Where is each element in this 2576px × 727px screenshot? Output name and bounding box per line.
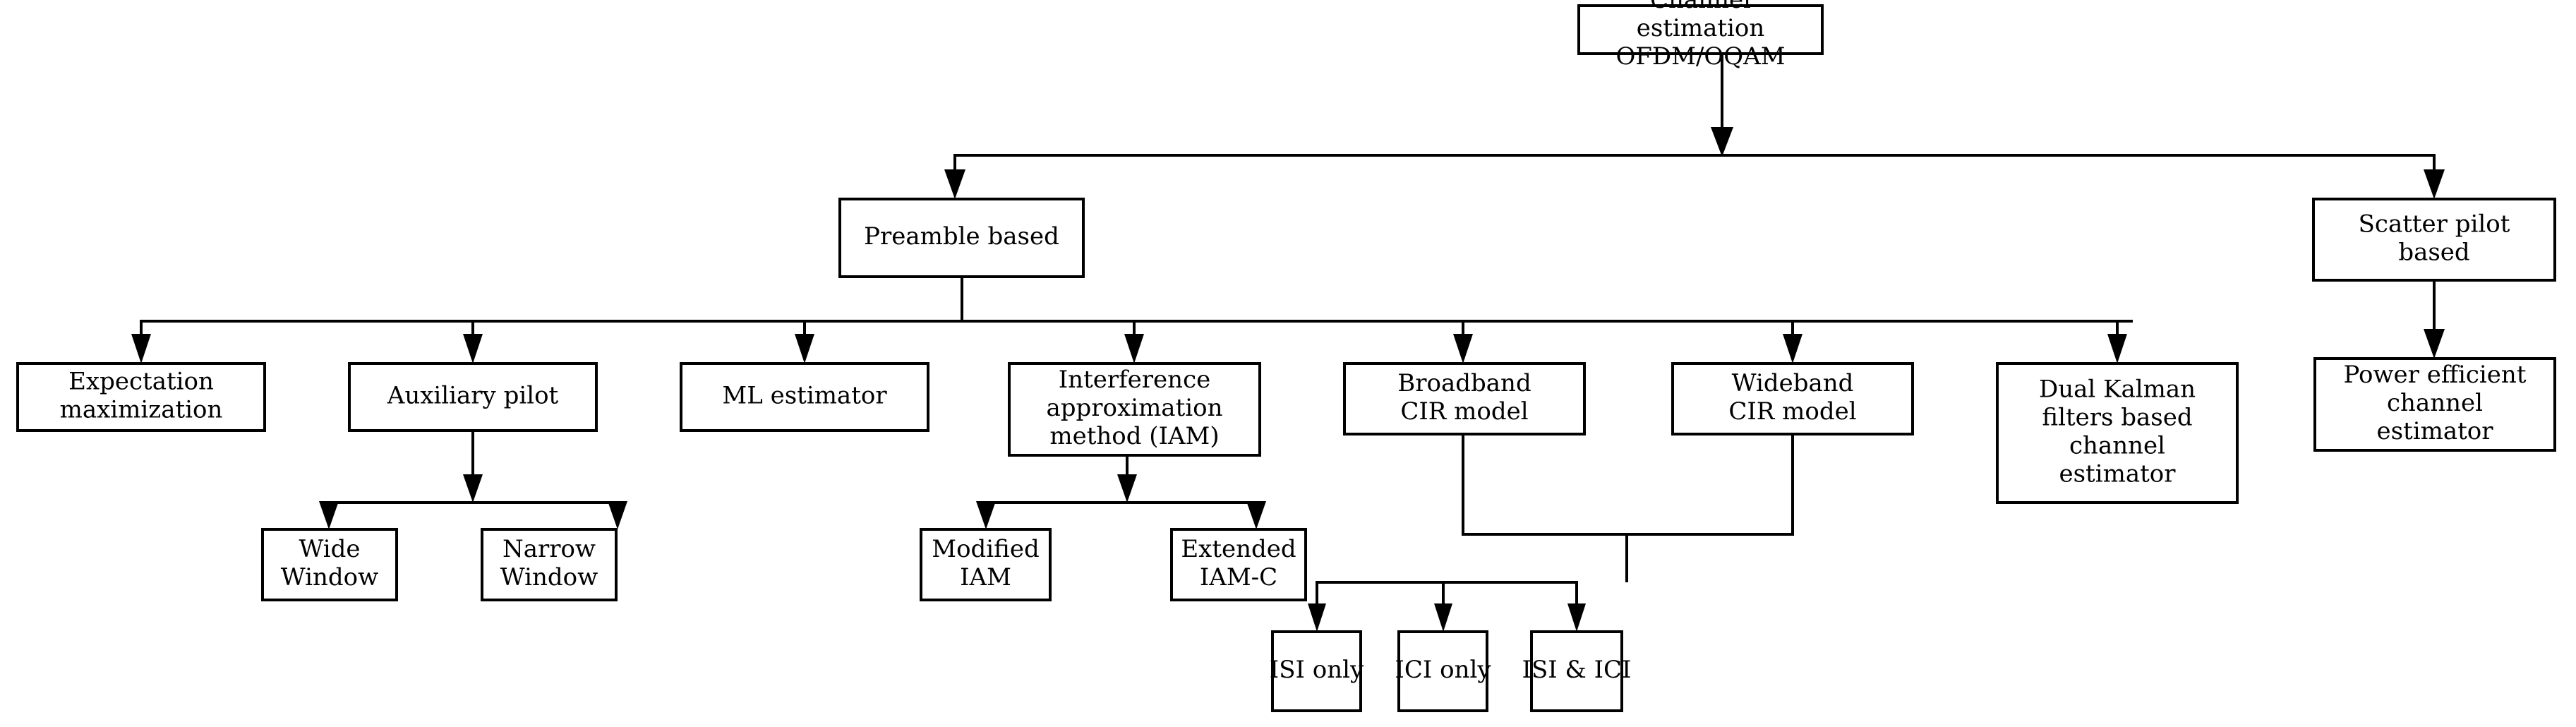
node-box[interactable] xyxy=(1008,362,1261,457)
node-box[interactable] xyxy=(1397,630,1488,712)
node-label-line: Interference xyxy=(1059,366,1211,394)
node-label-line: Extended xyxy=(1181,535,1296,563)
node-label-line: filters based xyxy=(2042,404,2192,432)
node-label-line: Modified xyxy=(932,535,1040,563)
node-box[interactable] xyxy=(16,362,266,432)
edge-level2-to-scatter xyxy=(2424,155,2445,199)
node-label-line: ISI only xyxy=(1270,656,1364,684)
edge-layer xyxy=(131,54,2445,632)
node-label-line: channel xyxy=(2069,432,2165,460)
node-ici-only[interactable]: ICI only xyxy=(1395,630,1491,712)
edge-merge-to-ici-only xyxy=(1434,582,1452,632)
edge-iam-to-modified-iam xyxy=(976,501,996,529)
node-label-line: Dual Kalman xyxy=(2039,375,2196,404)
node-label-line: Window xyxy=(500,563,598,591)
edge-level3-to-dual-kalman xyxy=(2107,321,2127,364)
edge-level3-to-auxiliary xyxy=(463,321,483,364)
edge-level3-to-expectation xyxy=(131,321,151,364)
node-label-line: based xyxy=(2398,239,2469,267)
node-auxiliary-pilot[interactable]: Auxiliary pilot xyxy=(348,362,598,432)
node-box[interactable] xyxy=(1996,362,2239,504)
node-label-line: maximization xyxy=(60,396,223,424)
node-isi-and-ici[interactable]: ISI & ICI xyxy=(1522,630,1632,712)
node-box[interactable] xyxy=(2313,357,2556,452)
edge-auxiliary-subtree xyxy=(319,431,627,529)
node-label-line: ISI & ICI xyxy=(1522,656,1632,684)
node-label-line: Scatter pilot xyxy=(2359,210,2510,239)
node-box[interactable] xyxy=(2312,198,2556,282)
node-box[interactable] xyxy=(680,362,929,432)
edge-cir-merge xyxy=(1308,434,1794,632)
node-label-line: estimator xyxy=(2059,460,2176,488)
node-label-line: channel xyxy=(2387,389,2483,417)
edge-level3-to-broadband xyxy=(1453,321,1473,364)
node-label-line: Channel xyxy=(1650,0,1751,14)
node-label-line: IAM xyxy=(960,563,1011,591)
node-label-line: IAM-C xyxy=(1200,563,1277,591)
node-preamble-based[interactable]: Preamble based xyxy=(838,198,1085,278)
node-box[interactable] xyxy=(348,362,598,432)
node-box[interactable] xyxy=(1170,528,1307,601)
node-box[interactable] xyxy=(838,198,1085,278)
edge-level2-to-preamble xyxy=(944,155,965,199)
edge-root-to-level2-bus xyxy=(1711,54,1733,157)
node-label-line: Broadband xyxy=(1397,369,1531,397)
node-label-line: CIR model xyxy=(1728,397,1856,426)
node-box[interactable] xyxy=(1271,630,1362,712)
edge-level3-to-wideband xyxy=(1783,321,1802,364)
edge-iam-subtree xyxy=(976,455,1266,529)
node-label-line: OFDM/OQAM xyxy=(1615,42,1785,71)
edge-level3-to-iam xyxy=(1124,321,1144,364)
node-label-line: Wide xyxy=(299,535,360,563)
node-label-line: Wideband xyxy=(1732,369,1854,397)
edge-merge-to-isi-and-ici xyxy=(1567,582,1586,632)
edge-level3-to-ml-estimator xyxy=(795,321,814,364)
edge-auxiliary-to-wide-window xyxy=(319,501,339,529)
node-label-line: ICI only xyxy=(1395,656,1491,684)
node-isi-only[interactable]: ISI only xyxy=(1270,630,1364,712)
edge-merge-to-isi-only xyxy=(1308,582,1326,632)
edge-auxiliary-to-narrow-window xyxy=(608,501,627,529)
node-label-line: Preamble based xyxy=(864,222,1059,251)
node-label-line: Expectation xyxy=(68,368,214,396)
node-box[interactable] xyxy=(920,528,1052,601)
node-label-line: CIR model xyxy=(1400,397,1528,426)
node-label-line: Narrow xyxy=(502,535,596,563)
edge-iam-to-extended-iam-c xyxy=(1246,501,1266,529)
node-label-line: method (IAM) xyxy=(1049,422,1219,450)
node-box[interactable] xyxy=(1577,4,1824,55)
node-box[interactable] xyxy=(261,528,398,601)
node-ml-estimator[interactable]: ML estimator xyxy=(680,362,929,432)
node-label-line: estimator xyxy=(2376,417,2493,445)
edge-scatter-to-power-efficient xyxy=(2424,280,2445,359)
node-label-line: Window xyxy=(281,563,378,591)
node-label-line: Auxiliary pilot xyxy=(387,382,559,410)
node-box[interactable] xyxy=(1671,362,1914,435)
node-box[interactable] xyxy=(481,528,618,601)
node-label-line: ML estimator xyxy=(722,382,887,410)
node-label-line: approximation xyxy=(1047,394,1223,422)
node-label-line: estimation xyxy=(1637,14,1765,42)
node-box[interactable] xyxy=(1530,630,1623,712)
node-label-line: Power efficient xyxy=(2343,361,2526,389)
node-box[interactable] xyxy=(1343,362,1586,435)
